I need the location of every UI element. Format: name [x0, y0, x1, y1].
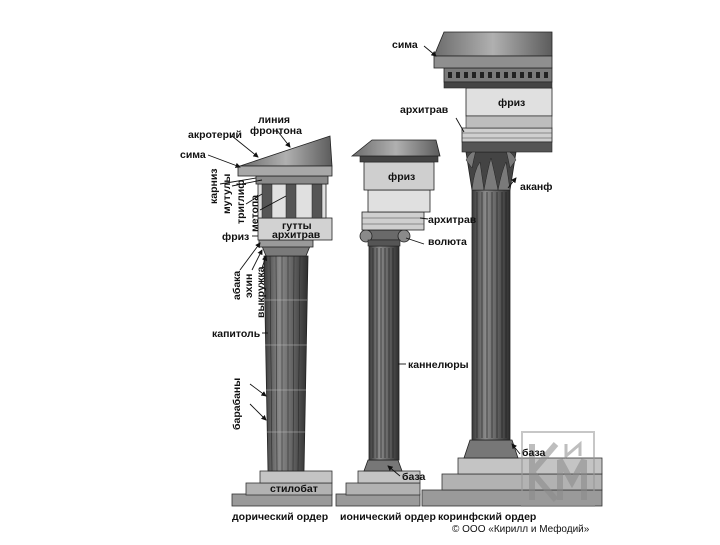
ionic-frieze-band [363, 161, 435, 191]
label-doric-friz: фриз [222, 231, 249, 243]
doric-order [231, 135, 333, 507]
label-corinthian-friz: фриз [498, 97, 525, 109]
label-gutty: гутты [282, 220, 312, 232]
doric-sima-band [237, 165, 333, 177]
ionic-step-middle [345, 482, 421, 496]
label-doric-sima: сима [180, 149, 206, 161]
leader-lines [207, 45, 521, 477]
label-ehin: эхин [243, 274, 255, 298]
corinthian-cornice [433, 31, 553, 57]
doric-abacus [258, 239, 314, 248]
doric-pediment [239, 135, 333, 167]
label-kapitol: капитоль [212, 328, 261, 340]
label-abaka: абака [231, 271, 243, 300]
label-akroterion: акротерий [188, 129, 242, 141]
kim-logo [521, 431, 595, 507]
label-line-fronton-1: линия [258, 114, 290, 126]
ionic-architrave [361, 211, 425, 231]
label-barabany: барабаны [231, 378, 243, 430]
doric-step-bottom [231, 493, 333, 507]
ionic-base [363, 459, 403, 472]
ionic-cornice [350, 139, 441, 157]
doric-drums [265, 299, 307, 433]
label-karniz: карниз [208, 168, 220, 204]
label-triglif: триглиф [235, 180, 247, 224]
caption-doric: дорический ордер [232, 511, 328, 523]
label-doric-arhitrav: архитрав [272, 229, 321, 241]
doric-shaft [263, 255, 309, 472]
corinthian-step-bottom [421, 489, 603, 507]
label-kannelyury: каннелюры [408, 359, 469, 371]
ionic-flutes [372, 248, 394, 458]
label-vykruzhka: выкружка [255, 266, 267, 318]
labels: линия фронтона акротерий сима карниз мут… [180, 39, 552, 495]
captions: дорический ордер ионический ордер коринф… [232, 511, 536, 523]
doric-echinus [261, 245, 311, 257]
label-ionic-baza: база [402, 471, 426, 483]
acanthus-leaves [465, 149, 517, 191]
corinthian-base [463, 439, 519, 459]
caption-ionic: ионический ордер [340, 511, 436, 523]
label-mutuly: мутулы [221, 174, 233, 214]
ionic-step-bottom [335, 493, 421, 507]
label-corinthian-arhitrav: архитрав [400, 104, 449, 116]
copyright-notice: © ООО «Кирилл и Мефодий» [452, 523, 590, 535]
ionic-shaft [368, 245, 400, 461]
label-ionic-arhitrav: архитрав [428, 214, 477, 226]
doric-stylobate [259, 470, 333, 484]
label-akanf: аканф [520, 181, 552, 193]
label-stilobat: стилобат [270, 483, 318, 495]
label-line-fronton-2: фронтона [250, 125, 302, 137]
label-ionic-friz: фриз [388, 171, 415, 183]
ionic-frieze [367, 189, 431, 213]
doric-flutes [269, 255, 301, 472]
label-metopa: метопа [249, 195, 261, 232]
corinthian-frieze [465, 87, 553, 117]
corinthian-architrave [461, 127, 553, 143]
corinthian-flutes [476, 192, 507, 438]
corinthian-shaft [471, 189, 511, 441]
label-corinthian-baza: база [522, 447, 546, 459]
label-corinthian-sima: сима [392, 39, 418, 51]
doric-cornice [255, 175, 329, 185]
corinthian-order [421, 31, 603, 507]
doric-triglyphs [261, 183, 323, 219]
label-voluta: волюта [428, 236, 467, 248]
ionic-order [335, 139, 441, 507]
corinthian-sima-band [433, 55, 553, 69]
caption-corinthian: коринфский ордер [438, 511, 536, 523]
